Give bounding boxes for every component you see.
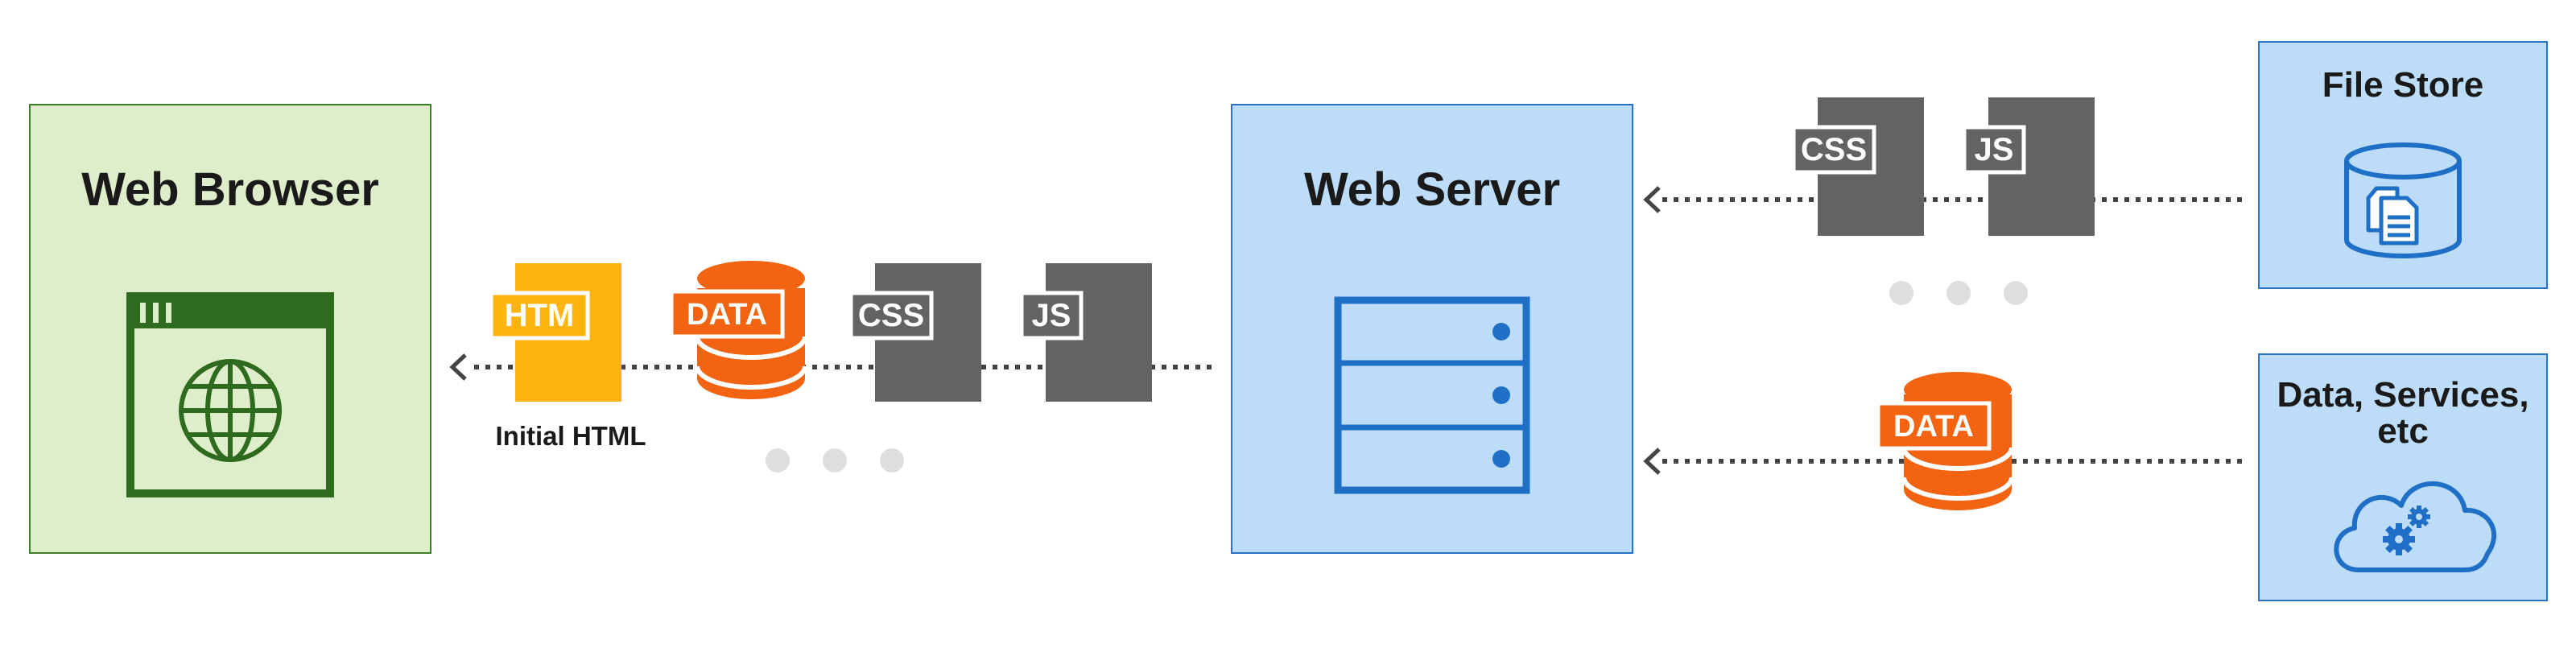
css-label: CSS [858,298,924,333]
htm-label: HTM [505,298,575,333]
data-label-right: DATA [1893,410,1974,444]
web-browser-title: Web Browser [81,163,379,216]
arrow-server-to-browser [449,353,1212,381]
cloud-icon [2334,481,2497,572]
data-services-title-line1: Data, Services, [2277,375,2529,415]
initial-html-label: Initial HTML [496,421,646,451]
browser-window-icon [126,292,334,497]
arrow-filestore-to-server [1643,186,2242,213]
css-file-icon: CSS [848,263,981,402]
server-rack-icon [1334,296,1530,494]
data-database-icon-right: DATA [1876,372,2014,510]
arrow-dataservices-to-server [1643,448,2242,475]
js-file-icon-right: JS [1962,97,2095,236]
css-label-right: CSS [1801,132,1867,167]
web-server-title: Web Server [1304,163,1560,216]
file-store-cylinder-icon [2344,142,2462,258]
more-files-ellipsis-right [1889,281,2028,305]
data-services-title-line2: etc [2377,411,2429,451]
htm-file-icon: HTM [489,263,621,402]
js-file-icon: JS [1019,263,1152,402]
css-file-icon-right: CSS [1791,97,1924,236]
js-label: JS [1032,298,1071,333]
file-store-title: File Store [2322,65,2484,105]
data-label: DATA [687,298,767,332]
js-label-right: JS [1975,132,2014,167]
globe-icon [179,359,282,462]
gears-icon [2383,506,2430,555]
file-store-node: File Store [2258,41,2548,289]
data-database-icon: DATA [669,261,807,399]
more-files-ellipsis [766,448,904,473]
web-browser-node: Web Browser [29,104,431,554]
data-services-node: Data, Services, etc [2258,353,2548,601]
documents-icon [2366,186,2419,246]
web-server-node: Web Server [1231,104,1633,554]
